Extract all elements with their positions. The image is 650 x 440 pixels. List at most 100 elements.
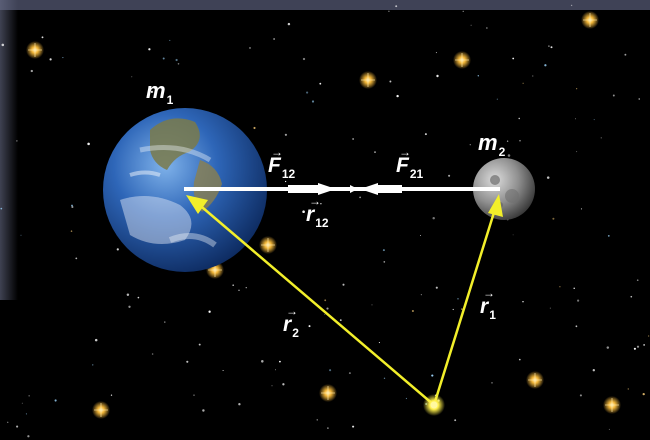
star xyxy=(457,298,459,300)
star-sparkle xyxy=(605,398,619,412)
star xyxy=(273,38,275,40)
star xyxy=(169,39,171,41)
star xyxy=(0,207,3,210)
star xyxy=(636,345,640,348)
star-sparkle xyxy=(321,386,335,400)
star xyxy=(486,27,488,29)
star xyxy=(496,98,498,100)
star xyxy=(21,402,23,404)
star xyxy=(388,10,390,13)
star xyxy=(435,286,438,289)
star xyxy=(275,369,276,371)
nebula-top xyxy=(0,0,650,10)
star xyxy=(607,234,610,237)
star xyxy=(245,287,247,289)
star-sparkle xyxy=(261,238,275,252)
star xyxy=(371,304,373,306)
star xyxy=(110,394,113,396)
star xyxy=(454,419,457,422)
star xyxy=(151,353,154,355)
star xyxy=(137,296,140,299)
label-F21: → F21 xyxy=(396,145,424,181)
star-sparkle xyxy=(28,43,42,57)
star xyxy=(359,196,361,199)
star xyxy=(506,140,509,142)
star xyxy=(575,325,578,328)
star xyxy=(202,409,205,412)
vector-r1-arrowhead xyxy=(488,194,503,217)
star xyxy=(522,301,524,303)
label-r2: → r2 xyxy=(283,304,299,340)
star xyxy=(470,24,472,26)
star xyxy=(261,360,264,363)
star xyxy=(420,235,421,237)
star xyxy=(348,372,351,375)
star-sparkle xyxy=(94,403,108,417)
star xyxy=(198,343,201,346)
star xyxy=(71,205,74,209)
star xyxy=(319,82,322,85)
star xyxy=(326,307,329,310)
star-sparkle xyxy=(583,13,597,27)
star xyxy=(128,305,131,308)
force-arrowhead-F21 xyxy=(360,183,378,195)
star xyxy=(405,397,407,400)
label-F12: → F12 xyxy=(268,145,296,181)
star xyxy=(25,413,27,415)
star xyxy=(302,210,305,213)
star xyxy=(512,57,515,60)
star xyxy=(208,310,211,313)
star xyxy=(164,321,166,323)
star xyxy=(238,403,241,406)
star xyxy=(20,234,22,236)
label-m1: m1 xyxy=(146,78,174,107)
star xyxy=(573,287,575,290)
star xyxy=(519,139,521,142)
vector-r2 xyxy=(195,201,435,406)
star xyxy=(396,94,399,98)
star xyxy=(249,47,251,49)
star xyxy=(175,58,178,62)
star xyxy=(374,151,376,153)
star xyxy=(546,176,550,179)
star xyxy=(49,58,52,61)
vector-r2-arrowhead xyxy=(186,195,208,214)
star xyxy=(580,208,583,210)
star-sparkle xyxy=(528,373,542,387)
star xyxy=(306,91,309,94)
star xyxy=(253,126,256,130)
star xyxy=(311,100,315,103)
star xyxy=(7,421,9,423)
star xyxy=(579,394,582,397)
star xyxy=(352,425,355,428)
star xyxy=(592,369,595,372)
star xyxy=(479,147,482,150)
star xyxy=(518,358,521,361)
star xyxy=(436,74,439,78)
star xyxy=(383,377,386,379)
star xyxy=(232,284,235,287)
star xyxy=(507,154,511,157)
star xyxy=(512,234,514,236)
star xyxy=(87,142,90,146)
star xyxy=(452,308,454,311)
star xyxy=(395,5,398,8)
star xyxy=(54,399,57,402)
star xyxy=(432,216,435,220)
star xyxy=(327,427,329,429)
moon-planet xyxy=(473,158,535,220)
star xyxy=(389,80,392,83)
star xyxy=(342,283,345,286)
label-r1: → r1 xyxy=(480,286,496,322)
star-sparkle xyxy=(361,73,375,87)
star xyxy=(284,180,287,183)
star xyxy=(284,133,288,136)
star xyxy=(324,313,326,315)
star xyxy=(477,75,479,77)
star xyxy=(559,286,561,288)
star xyxy=(41,36,44,39)
star xyxy=(624,53,627,56)
star xyxy=(30,69,33,73)
force-arrowhead-F12 xyxy=(318,183,336,195)
star xyxy=(94,338,98,342)
